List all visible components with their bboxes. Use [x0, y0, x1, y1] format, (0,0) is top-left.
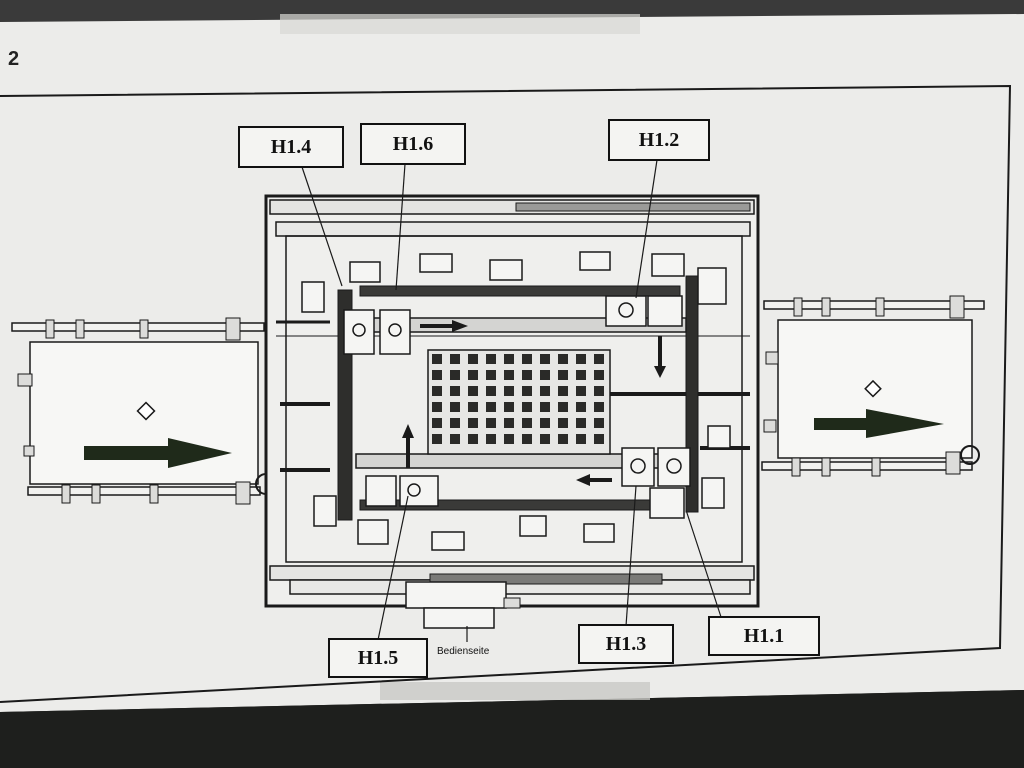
work-table: [427, 349, 611, 455]
page-number: 2: [8, 48, 20, 70]
operator-side-label: Bedienseite: [437, 646, 490, 657]
callout-h1-2: H1.2: [608, 119, 710, 161]
leader-lines: [301, 159, 723, 642]
right-conveyor: [761, 295, 985, 477]
motion-arrows: [402, 320, 666, 486]
callout-h1-3: H1.3: [578, 624, 674, 664]
bottom-backdrop: [0, 690, 1024, 768]
tape-strip: [280, 14, 640, 34]
gripper-units: [301, 251, 731, 551]
drawing-frame: [0, 84, 1012, 703]
right-flow-arrow: [814, 409, 944, 438]
callout-h1-1: H1.1: [708, 616, 820, 656]
left-conveyor: [11, 317, 277, 505]
callout-h1-4: H1.4: [238, 126, 344, 168]
callout-h1-6: H1.6: [360, 123, 466, 165]
tape-strip-bottom: [380, 682, 650, 700]
left-flow-arrow: [84, 438, 232, 468]
gantry-rails: [337, 275, 699, 521]
callout-h1-5: H1.5: [328, 638, 428, 678]
